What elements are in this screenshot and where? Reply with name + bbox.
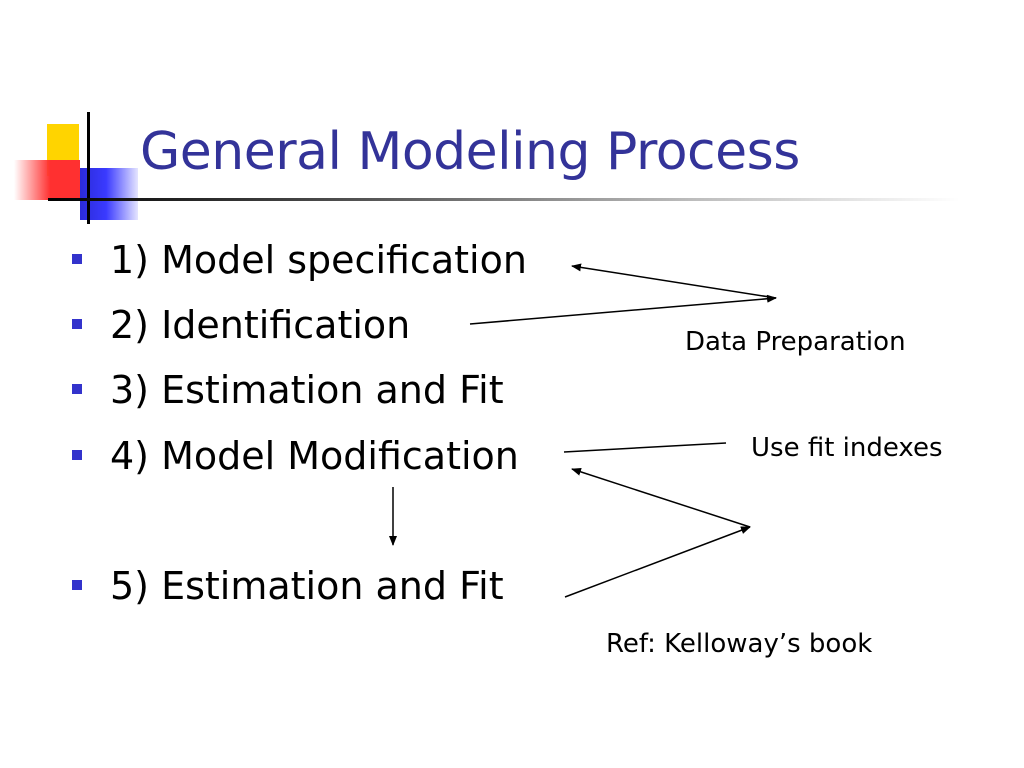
- logo-red-square: [14, 160, 80, 200]
- title-underline: [48, 198, 960, 201]
- bullet-square-icon: [72, 580, 82, 590]
- data-preparation-label: Data Preparation: [685, 327, 906, 357]
- arrow-to-junction: [564, 526, 751, 598]
- bullet-square-icon: [72, 254, 82, 264]
- arrow-to-model-modification: [571, 467, 751, 528]
- list-item-text: 3) Estimation and Fit: [110, 368, 504, 412]
- fit-indexes-line: [563, 442, 727, 453]
- arrow-to-model-specification: [571, 263, 777, 299]
- list-item-text: 5) Estimation and Fit: [110, 564, 504, 608]
- list-item-text: 1) Model specification: [110, 238, 527, 282]
- bullet-square-icon: [72, 450, 82, 460]
- arrow-to-data-preparation: [469, 294, 777, 325]
- slide-title: General Modeling Process: [140, 122, 800, 182]
- logo-vertical-rule: [87, 112, 90, 224]
- bullet-square-icon: [72, 319, 82, 329]
- use-fit-indexes-label: Use fit indexes: [751, 433, 943, 463]
- reference-label: Ref: Kelloway’s book: [606, 629, 873, 659]
- list-item-text: 2) Identification: [110, 303, 411, 347]
- bullet-square-icon: [72, 384, 82, 394]
- list-item-text: 4) Model Modification: [110, 434, 519, 478]
